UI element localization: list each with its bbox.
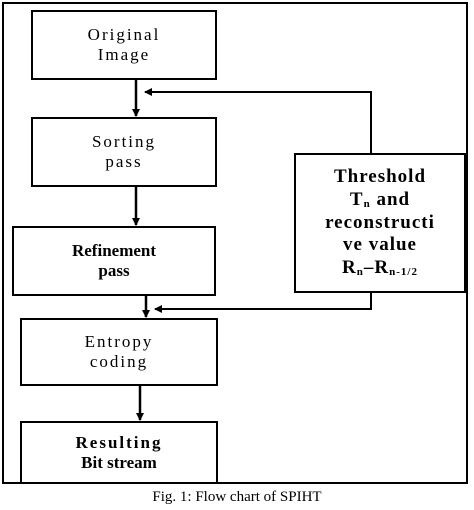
original-image-box: Original Image	[31, 10, 217, 80]
threshold-line4: ve value	[343, 234, 417, 256]
entropy-line1: Entropy	[84, 332, 154, 352]
figure-frame	[2, 2, 468, 484]
refinement-line2: pass	[98, 261, 130, 280]
threshold-line5: Rn–Rn-1/2	[342, 257, 418, 279]
threshold-line1: Threshold	[333, 166, 427, 187]
sorting-pass-box: Sorting pass	[31, 117, 217, 187]
loop-line-top	[144, 88, 372, 153]
figure-caption: Fig. 1: Flow chart of SPIHT	[152, 489, 322, 505]
entropy-line2: coding	[89, 352, 149, 371]
original-line2: Image	[97, 45, 151, 64]
sorting-line2: pass	[105, 152, 143, 171]
loop-line-bottom	[154, 293, 372, 313]
threshold-line3: reconstructi	[325, 211, 435, 233]
threshold-line2: Tn and	[349, 188, 411, 210]
original-line1: Original	[87, 25, 161, 45]
result-line2: Bit stream	[81, 452, 157, 472]
sorting-line1: Sorting	[91, 132, 157, 152]
refinement-line1: Refinement	[71, 241, 157, 261]
resulting-bitstream-box: Resulting Bit stream	[20, 421, 218, 484]
refinement-pass-box: Refinement pass	[12, 226, 216, 296]
entropy-coding-box: Entropy coding	[20, 318, 218, 386]
threshold-box: Threshold Tn and reconstructi ve value R…	[294, 153, 466, 293]
result-line1: Resulting	[75, 432, 163, 452]
